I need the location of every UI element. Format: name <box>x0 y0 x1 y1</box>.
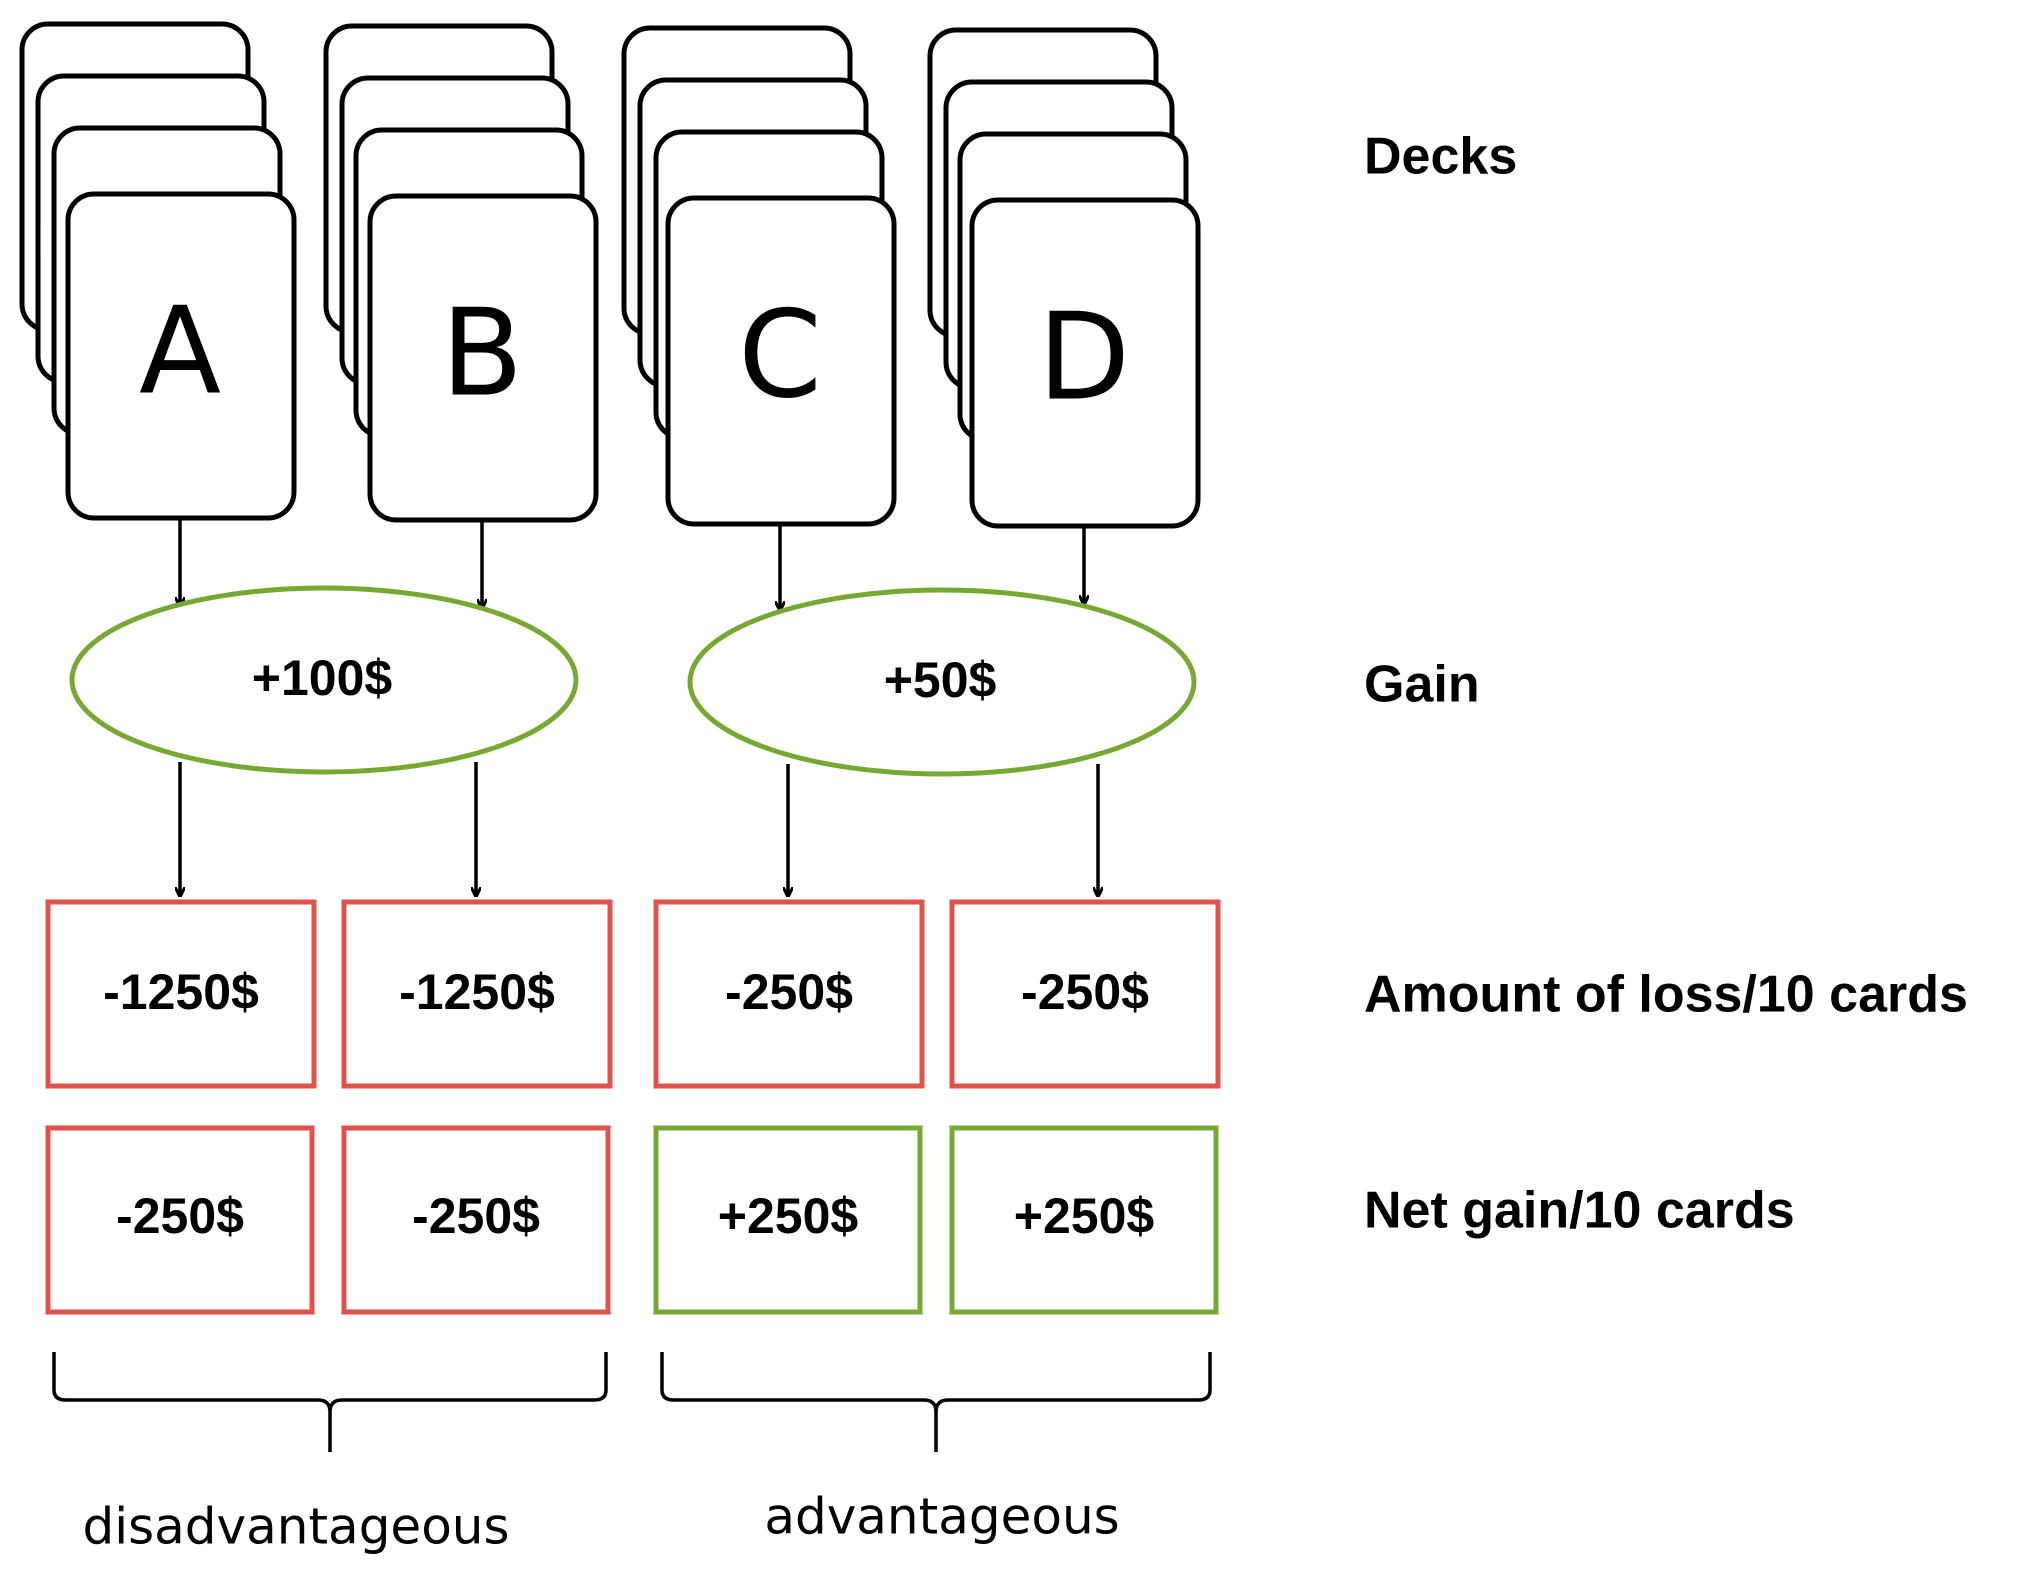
deck-c: C <box>621 25 897 527</box>
loss-value-c: -250$ <box>725 964 853 1020</box>
net-value-b: -250$ <box>412 1188 540 1244</box>
gain-value-ab: +100$ <box>252 650 393 706</box>
brace-disadvantageous <box>52 1352 608 1452</box>
net-value-d: +250$ <box>1014 1188 1155 1244</box>
loss-value-a: -1250$ <box>103 964 259 1020</box>
row-label-net: Net gain/10 cards <box>1364 1182 1795 1240</box>
row-label-gain: Gain <box>1364 656 1480 714</box>
deck-b: B <box>323 23 599 523</box>
card-front <box>65 191 297 521</box>
net-box-b <box>341 1125 611 1315</box>
net-box-c <box>653 1125 923 1315</box>
deck-d: D <box>927 27 1201 529</box>
group-label-advantageous: advantageous <box>764 1488 1119 1546</box>
deck-letter-c: C <box>738 287 822 426</box>
loss-value-d: -250$ <box>1021 964 1149 1020</box>
row-label-decks: Decks <box>1364 128 1517 186</box>
card-front <box>969 197 1201 529</box>
deck-letter-d: D <box>1038 289 1130 428</box>
row-label-loss: Amount of loss/10 cards <box>1364 966 1968 1024</box>
loss-box-c <box>653 899 925 1089</box>
brace-advantageous <box>660 1352 1212 1452</box>
deck-a: A <box>19 21 297 521</box>
net-value-a: -250$ <box>116 1188 244 1244</box>
gain-ellipse-ab <box>69 585 579 775</box>
loss-box-d <box>949 899 1221 1089</box>
gain-ellipse-cd <box>687 587 1197 777</box>
loss-value-b: -1250$ <box>399 964 555 1020</box>
card-front <box>367 193 599 523</box>
gain-value-cd: +50$ <box>884 652 997 708</box>
net-box-a <box>45 1125 315 1315</box>
card-front <box>665 195 897 527</box>
net-box-d <box>949 1125 1219 1315</box>
net-value-c: +250$ <box>718 1188 859 1244</box>
deck-letter-a: A <box>139 283 221 422</box>
loss-box-a <box>45 899 317 1089</box>
loss-box-b <box>341 899 613 1089</box>
deck-letter-b: B <box>441 285 523 424</box>
group-label-disadvantageous: disadvantageous <box>82 1498 509 1556</box>
